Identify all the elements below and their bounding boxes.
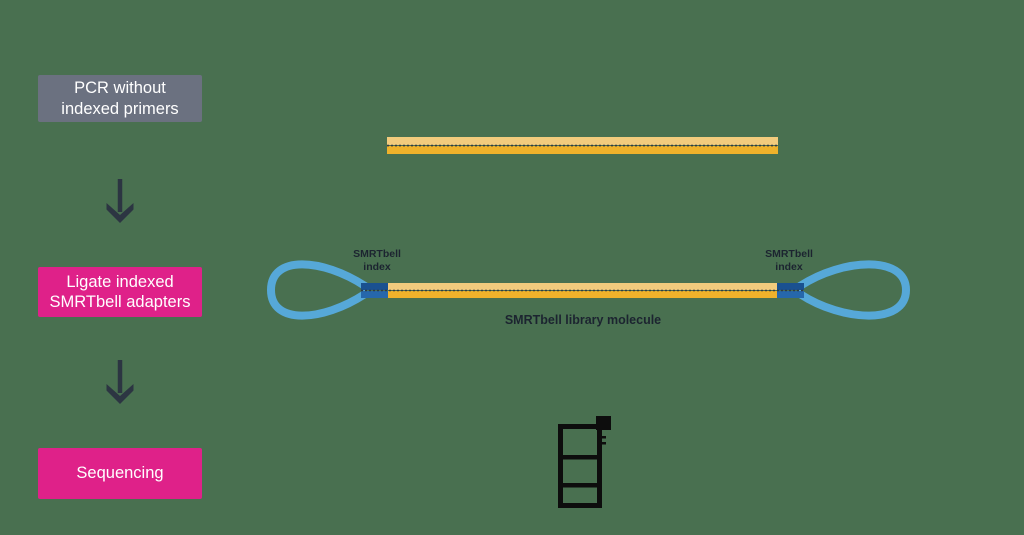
smrtbell-molecule-graphic xyxy=(266,260,911,320)
molecule-caption: SMRTbell library molecule xyxy=(504,313,662,327)
left-index-segment-bottom xyxy=(361,291,388,298)
smrtbell-index-label-right-line1: SMRTbell xyxy=(765,248,813,260)
left-index-segment-top xyxy=(361,283,388,290)
step-box-sequencing-line1: Sequencing xyxy=(76,464,164,483)
smrtbell-index-label-left-line2: index xyxy=(363,261,391,274)
down-arrow-icon xyxy=(106,179,134,223)
right-index-segment-bottom xyxy=(777,291,804,298)
down-arrow-icon xyxy=(106,360,134,404)
insert-strand-bottom xyxy=(388,291,777,298)
step-box-pcr-line1: PCR without xyxy=(74,79,166,98)
step-box-ligate-line1: Ligate indexed xyxy=(66,272,174,291)
smrtbell-index-label-right: SMRTbell index xyxy=(749,248,829,274)
step-box-pcr: PCR without indexed primers xyxy=(38,75,202,122)
dna-duplex-graphic xyxy=(387,137,778,154)
smrtbell-index-label-left: SMRTbell index xyxy=(337,248,417,274)
step-box-pcr-line2: indexed primers xyxy=(61,99,179,118)
smrtbell-index-label-left-line1: SMRTbell xyxy=(353,248,401,260)
left-hairpin-loop xyxy=(266,260,369,320)
smrtbell-index-label-right-line2: index xyxy=(775,261,803,274)
insert-strand-top xyxy=(388,283,777,290)
right-hairpin-loop xyxy=(796,260,911,320)
sequencer-icon xyxy=(558,416,611,508)
right-index-segment-top xyxy=(777,283,804,290)
step-box-ligate: Ligate indexed SMRTbell adapters xyxy=(38,267,202,317)
step-box-sequencing: Sequencing xyxy=(38,448,202,499)
step-box-ligate-line2: SMRTbell adapters xyxy=(49,293,191,311)
